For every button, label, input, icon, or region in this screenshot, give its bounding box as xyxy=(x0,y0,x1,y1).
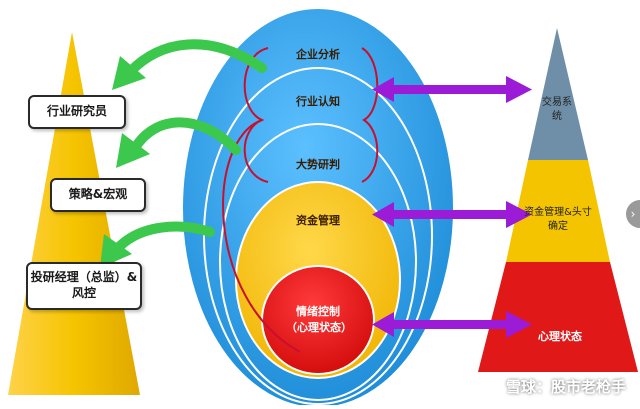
oval-label-industry-cognition: 行业认知 xyxy=(296,95,340,108)
box-strategy-macro: 策略&宏观 xyxy=(50,178,146,212)
next-chevron-icon[interactable]: › xyxy=(626,200,640,228)
oval-label-company-analysis: 企业分析 xyxy=(296,48,340,61)
box-industry-researcher: 行业研究员 xyxy=(28,95,126,129)
right-pyramid-bottom-tier xyxy=(478,262,638,372)
box-research-manager-risk: 投研经理（总监）&风控 xyxy=(26,262,142,310)
oval-label-market-trend: 大势研判 xyxy=(296,158,340,171)
green-arrow-1 xyxy=(112,39,267,90)
oval-ring-3 xyxy=(219,123,417,401)
watermark-text: 雪球：股市老枪手 xyxy=(505,378,626,396)
right-pyramid-mid-tier xyxy=(506,160,610,262)
red-connector-line xyxy=(222,119,301,353)
purple-arrow-3 xyxy=(372,311,532,338)
oval-label-emotion-control: 情绪控制（心理状态） xyxy=(286,305,352,334)
right-label-trading-system: 交易系统 xyxy=(542,97,572,122)
right-pyramid-top-tier xyxy=(528,28,588,160)
right-label-mental-state: 心理状态 xyxy=(538,330,582,343)
oval-label-capital-management: 资金管理 xyxy=(296,214,340,227)
red-bracket-right xyxy=(361,47,379,183)
right-label-capital-position: 资金管理&头寸确定 xyxy=(524,207,592,232)
green-arrow-2 xyxy=(116,117,241,168)
purple-arrow-2 xyxy=(372,201,532,228)
oval-ring-2 xyxy=(203,67,433,405)
purple-arrow-1 xyxy=(372,76,532,103)
green-arrow-3 xyxy=(100,221,215,268)
